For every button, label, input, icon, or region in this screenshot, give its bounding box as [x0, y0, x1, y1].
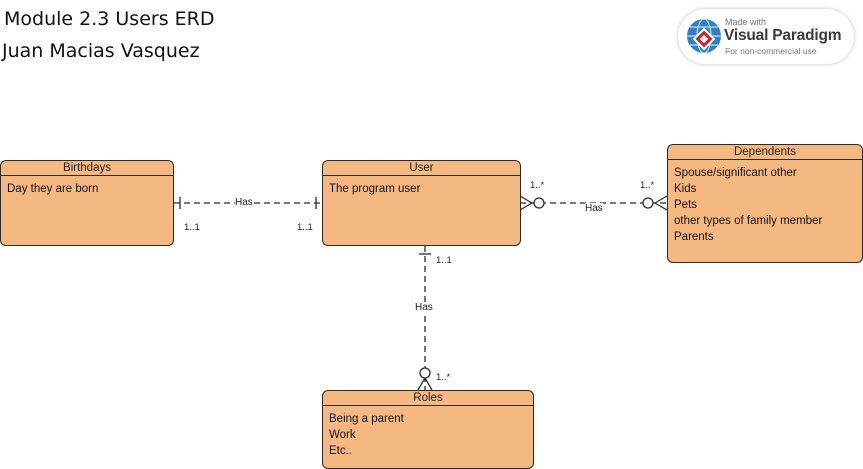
entity-roles[interactable]: Roles Being a parent Work Etc..: [322, 390, 534, 469]
entity-user[interactable]: User The program user: [322, 160, 521, 246]
diagram-author: Juan Macias Vasquez: [2, 40, 200, 62]
visual-paradigm-logo-icon: [687, 18, 721, 54]
user-birthdays-multiplicity: 1..1: [297, 222, 313, 233]
entity-name: Dependents: [668, 145, 862, 160]
user-crowfoot-bottom: [519, 202, 533, 211]
birthdays-user-label: Has: [235, 197, 253, 208]
birthdays-multiplicity: 1..1: [184, 222, 200, 233]
visual-paradigm-badge[interactable]: Made with Visual Paradigm For non-commer…: [678, 9, 854, 64]
entity-name: User: [323, 161, 520, 176]
entity-attribute: other types of family member: [674, 215, 823, 227]
roles-multiplicity: 1..*: [436, 372, 451, 383]
dependents-crowfoot-bottom: [654, 202, 668, 211]
entity-attribute: Kids: [674, 183, 697, 195]
entity-attribute: Spouse/significant other: [674, 167, 797, 179]
user-dependents-multiplicity: 1..*: [530, 180, 545, 191]
diagram-title: Module 2.3 Users ERD: [4, 8, 215, 30]
entity-dependents[interactable]: Dependents Spouse/significant other Kids…: [667, 144, 863, 263]
entity-name: Birthdays: [1, 161, 173, 176]
badge-made-with: Made with: [725, 17, 767, 27]
user-dependents-label: Has: [585, 203, 603, 214]
entity-attribute: Day they are born: [7, 183, 99, 195]
entity-attribute: Work: [329, 429, 356, 441]
roles-many-circle: [419, 367, 431, 379]
entity-attribute: Being a parent: [329, 413, 404, 425]
user-many-circle: [533, 197, 545, 209]
roles-crowfoot-right: [424, 377, 433, 391]
user-roles-multiplicity: 1..1: [436, 255, 452, 266]
badge-brand: Visual Paradigm: [724, 27, 842, 44]
dependents-multiplicity: 1..*: [640, 180, 655, 191]
user-crowfoot-top: [519, 195, 533, 204]
dependents-crowfoot-top: [654, 195, 668, 204]
user-roles-label: Has: [415, 302, 433, 313]
entity-attribute: Pets: [674, 199, 698, 211]
roles-crowfoot-left: [417, 377, 426, 391]
entity-attribute: The program user: [329, 183, 421, 195]
entity-name: Roles: [323, 391, 533, 406]
entity-attribute: Parents: [674, 231, 714, 243]
entity-attribute: Etc..: [329, 445, 353, 457]
dependents-many-circle: [642, 197, 654, 209]
badge-note: For non-commercial use: [725, 46, 817, 56]
entity-birthdays[interactable]: Birthdays Day they are born: [0, 160, 174, 246]
